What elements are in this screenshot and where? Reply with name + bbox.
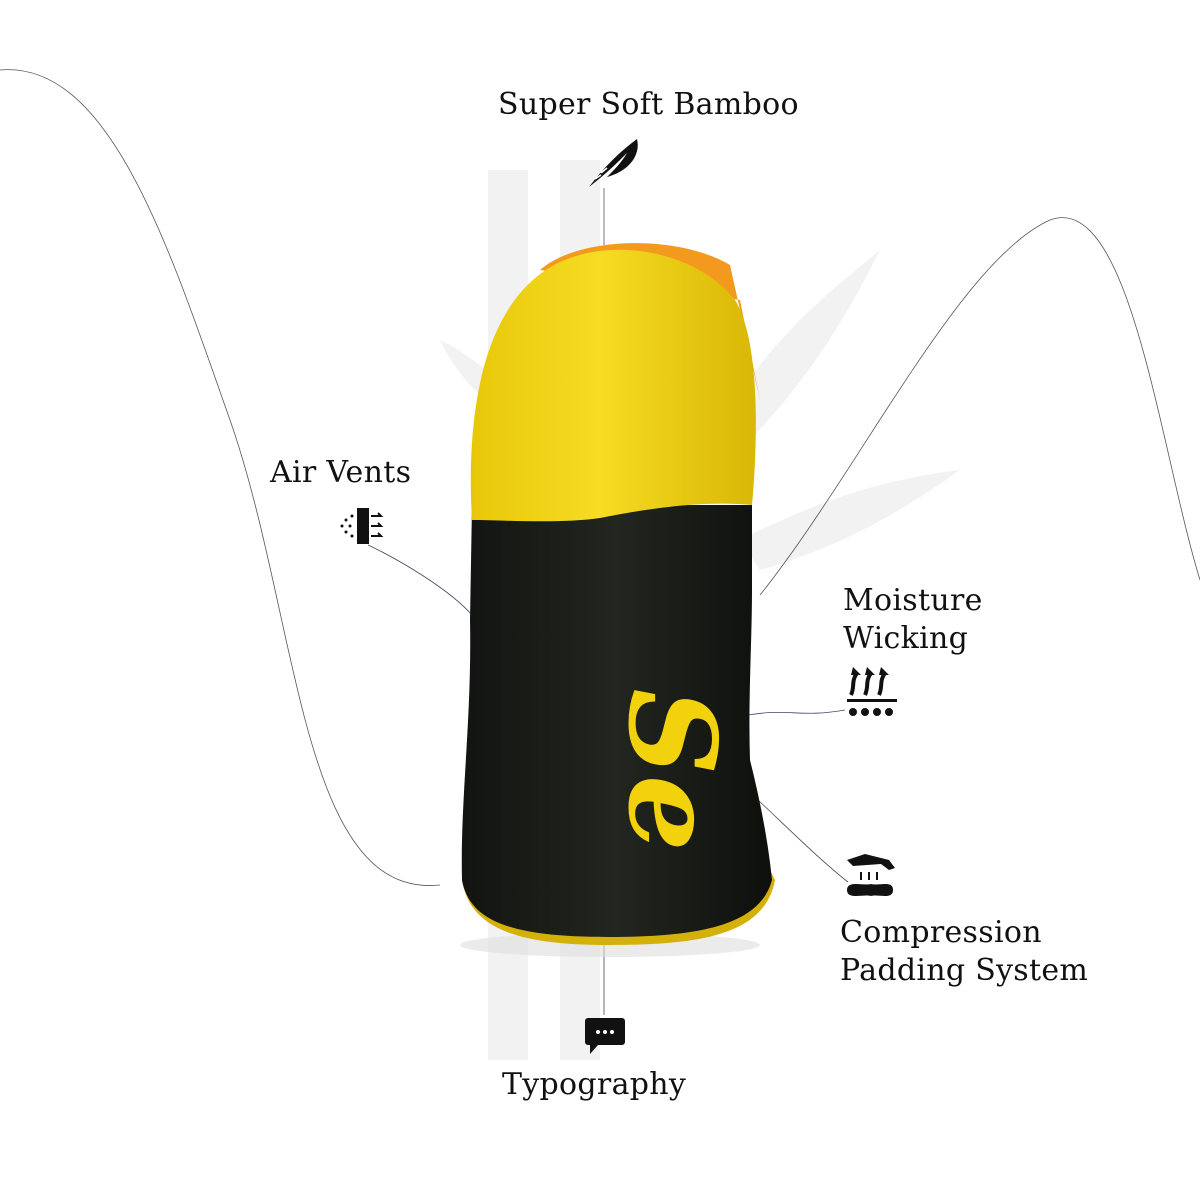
moisture-wicking-icon (847, 667, 897, 716)
decorative-curve-left (0, 69, 441, 886)
feature-label-compression: Compression Padding System (840, 914, 1088, 990)
compression-padding-icon (847, 854, 895, 896)
feature-label-moisture: Moisture Wicking (843, 582, 983, 658)
connector-moisture (747, 709, 846, 716)
moisture-line-1: Moisture (843, 583, 983, 618)
sock-logo: Se (601, 688, 742, 851)
connector-air-vents (367, 544, 473, 616)
compression-line-2: Padding System (840, 953, 1089, 988)
air-vent-icon (340, 508, 384, 544)
sock-black-body (461, 505, 772, 937)
feature-label-typography: Typography (502, 1067, 687, 1102)
chat-bubble-icon (585, 1018, 625, 1054)
sock-yellow-toe (470, 249, 756, 522)
decorative-curve-right (759, 217, 1200, 596)
compression-line-1: Compression (840, 915, 1042, 950)
moisture-line-2: Wicking (843, 621, 969, 656)
feature-label-bamboo: Super Soft Bamboo (498, 87, 799, 122)
feature-label-air-vents: Air Vents (270, 455, 412, 490)
feather-icon (589, 139, 638, 187)
connector-compression (757, 799, 849, 883)
